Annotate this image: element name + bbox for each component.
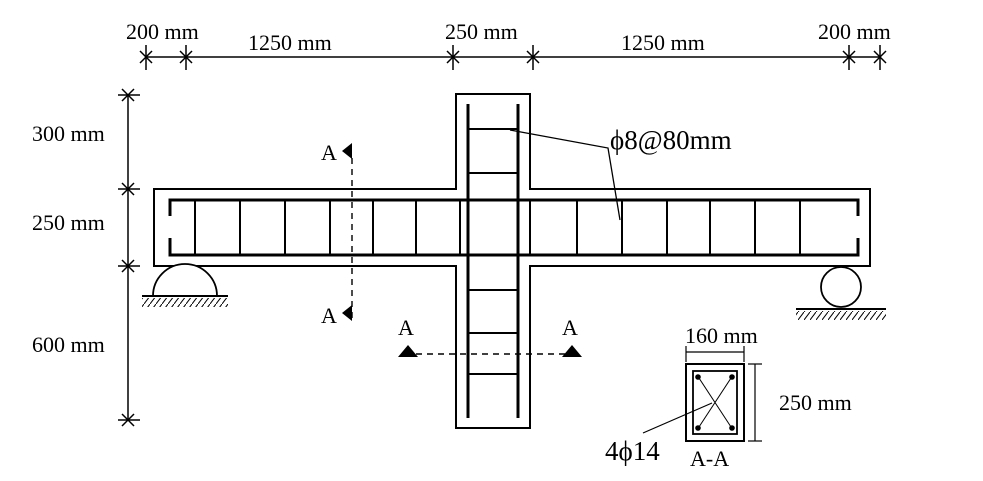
dim-label-right-span: 1250 mm xyxy=(621,30,705,55)
beam-section-cut-line xyxy=(342,143,353,321)
section-height-label: 250 mm xyxy=(779,390,852,415)
column-stirrups xyxy=(468,128,518,375)
column-longitudinal-bars xyxy=(466,104,520,418)
concrete-outline xyxy=(153,93,871,429)
main-bar-spec-label: 4ϕ14 xyxy=(605,436,660,466)
dim-label-beam-depth: 250 mm xyxy=(32,210,105,235)
section-mark-column-right: A xyxy=(562,315,578,340)
dim-label-left-span: 1250 mm xyxy=(248,30,332,55)
dim-label-left-overhang: 200 mm xyxy=(126,19,199,44)
dimension-ticks xyxy=(139,50,887,64)
dim-label-right-overhang: 200 mm xyxy=(818,19,891,44)
section-mark-beam-lower: A xyxy=(321,303,337,328)
section-mark-beam-upper: A xyxy=(321,140,337,165)
main-bar-dots xyxy=(695,374,735,431)
vertical-dimension-chain xyxy=(118,88,140,427)
section-caption: A-A xyxy=(690,446,729,471)
dim-label-column-above: 300 mm xyxy=(32,121,105,146)
pin-support xyxy=(142,263,228,307)
cross-section-a-a xyxy=(642,346,762,442)
section-mark-column-left: A xyxy=(398,315,414,340)
stirrup-spec-label: ϕ8@80mm xyxy=(610,125,732,155)
column-section-cut-line xyxy=(398,345,582,357)
horizontal-dimension-chain xyxy=(139,45,887,70)
beam-longitudinal-bars xyxy=(168,198,860,257)
section-width-label: 160 mm xyxy=(685,323,758,348)
beam-stirrups xyxy=(194,200,801,255)
stirrup-leader xyxy=(509,129,621,221)
dim-label-column-width: 250 mm xyxy=(445,19,518,44)
dim-label-column-below: 600 mm xyxy=(32,332,105,357)
roller-support xyxy=(796,266,886,320)
